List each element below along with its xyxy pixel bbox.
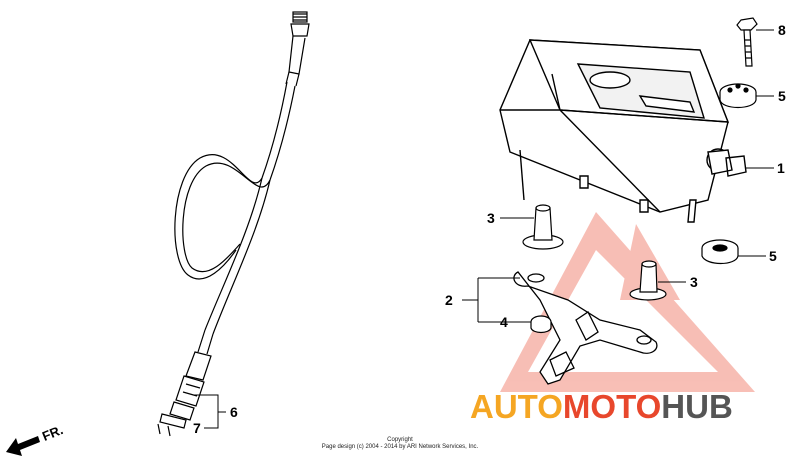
meter-stay-bracket [513, 271, 658, 385]
bolt [736, 17, 758, 67]
copyright-notice: Copyright Page design (c) 2004 - 2014 by… [300, 437, 500, 451]
watermark-part-moto: MOTO [562, 388, 662, 425]
grommet-right [701, 239, 739, 265]
callout-8[interactable]: 8 [778, 22, 786, 38]
watermark-part-hub: HUB [661, 388, 733, 425]
copyright-line-2: Page design (c) 2004 - 2014 by ARI Netwo… [321, 444, 479, 450]
grommet-top [719, 83, 757, 109]
collar-right [629, 260, 667, 301]
callout-7[interactable]: 7 [193, 420, 201, 436]
callout-2[interactable]: 2 [445, 292, 453, 308]
callout-6[interactable]: 6 [230, 404, 238, 420]
callout-3-right[interactable]: 3 [690, 274, 698, 290]
callout-1[interactable]: 1 [777, 160, 785, 176]
callout-5-top[interactable]: 5 [778, 88, 786, 104]
callout-4[interactable]: 4 [500, 314, 508, 330]
watermark-part-auto: AUTO [470, 388, 563, 425]
callout-5-right[interactable]: 5 [769, 248, 777, 264]
callout-3-left[interactable]: 3 [487, 210, 495, 226]
nut [530, 315, 552, 334]
collar-left [522, 204, 564, 250]
leader-lines [194, 29, 774, 429]
speedometer-cable [157, 11, 310, 437]
copyright-line-1: Copyright [387, 437, 413, 443]
front-direction-arrow-icon [6, 436, 40, 456]
watermark-text: AUTOMOTOHUB [470, 388, 733, 428]
meter-housing [499, 39, 747, 223]
